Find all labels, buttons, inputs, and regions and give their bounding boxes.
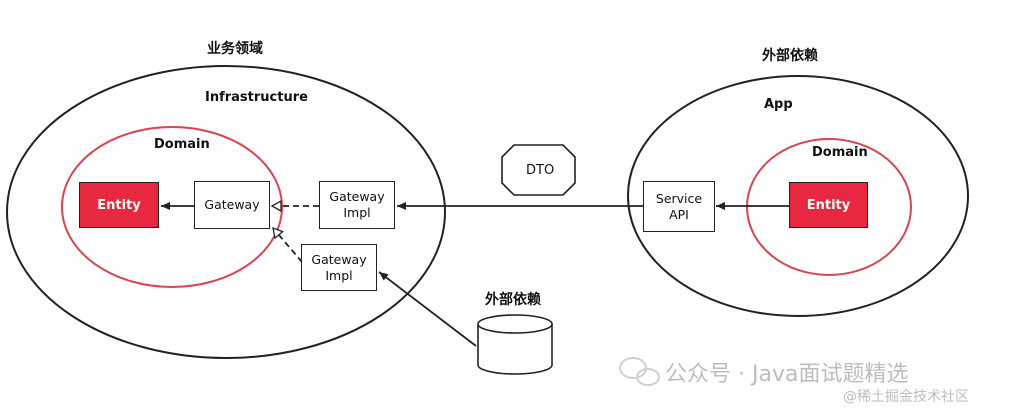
- database-cylinder: [477, 314, 553, 375]
- external-dependency-title: 外部依赖: [762, 48, 818, 64]
- gateway-impl-box[interactable]: Gateway Impl: [319, 181, 395, 229]
- app-ellipse: [627, 75, 969, 317]
- gateway-box[interactable]: Gateway: [194, 181, 270, 229]
- left-entity-box[interactable]: Entity: [79, 182, 159, 228]
- business-domain-title: 业务领域: [207, 41, 263, 57]
- right-domain-label: Domain: [812, 145, 868, 160]
- arrow-db-to-impl2: [378, 271, 477, 347]
- right-domain-ellipse: [746, 138, 912, 276]
- infrastructure-ellipse: [6, 65, 446, 359]
- left-domain-ellipse: [61, 126, 283, 288]
- watermark-main: 公众号 · Java面试题精选: [665, 362, 909, 387]
- infrastructure-label: Infrastructure: [205, 90, 308, 105]
- service-api-box[interactable]: Service API: [643, 181, 715, 232]
- database-title: 外部依赖: [485, 292, 541, 308]
- left-domain-label: Domain: [154, 137, 210, 152]
- dto-label: DTO: [526, 163, 555, 178]
- arrow-impl2-to-gateway: [273, 228, 303, 263]
- wechat-icon: [619, 357, 660, 386]
- watermark-sub: @稀土掘金技术社区: [843, 389, 969, 405]
- gateway-impl-box-2[interactable]: Gateway Impl: [301, 244, 377, 291]
- app-label: App: [764, 97, 793, 112]
- dto-octagon: [501, 144, 576, 196]
- right-entity-box[interactable]: Entity: [789, 182, 868, 228]
